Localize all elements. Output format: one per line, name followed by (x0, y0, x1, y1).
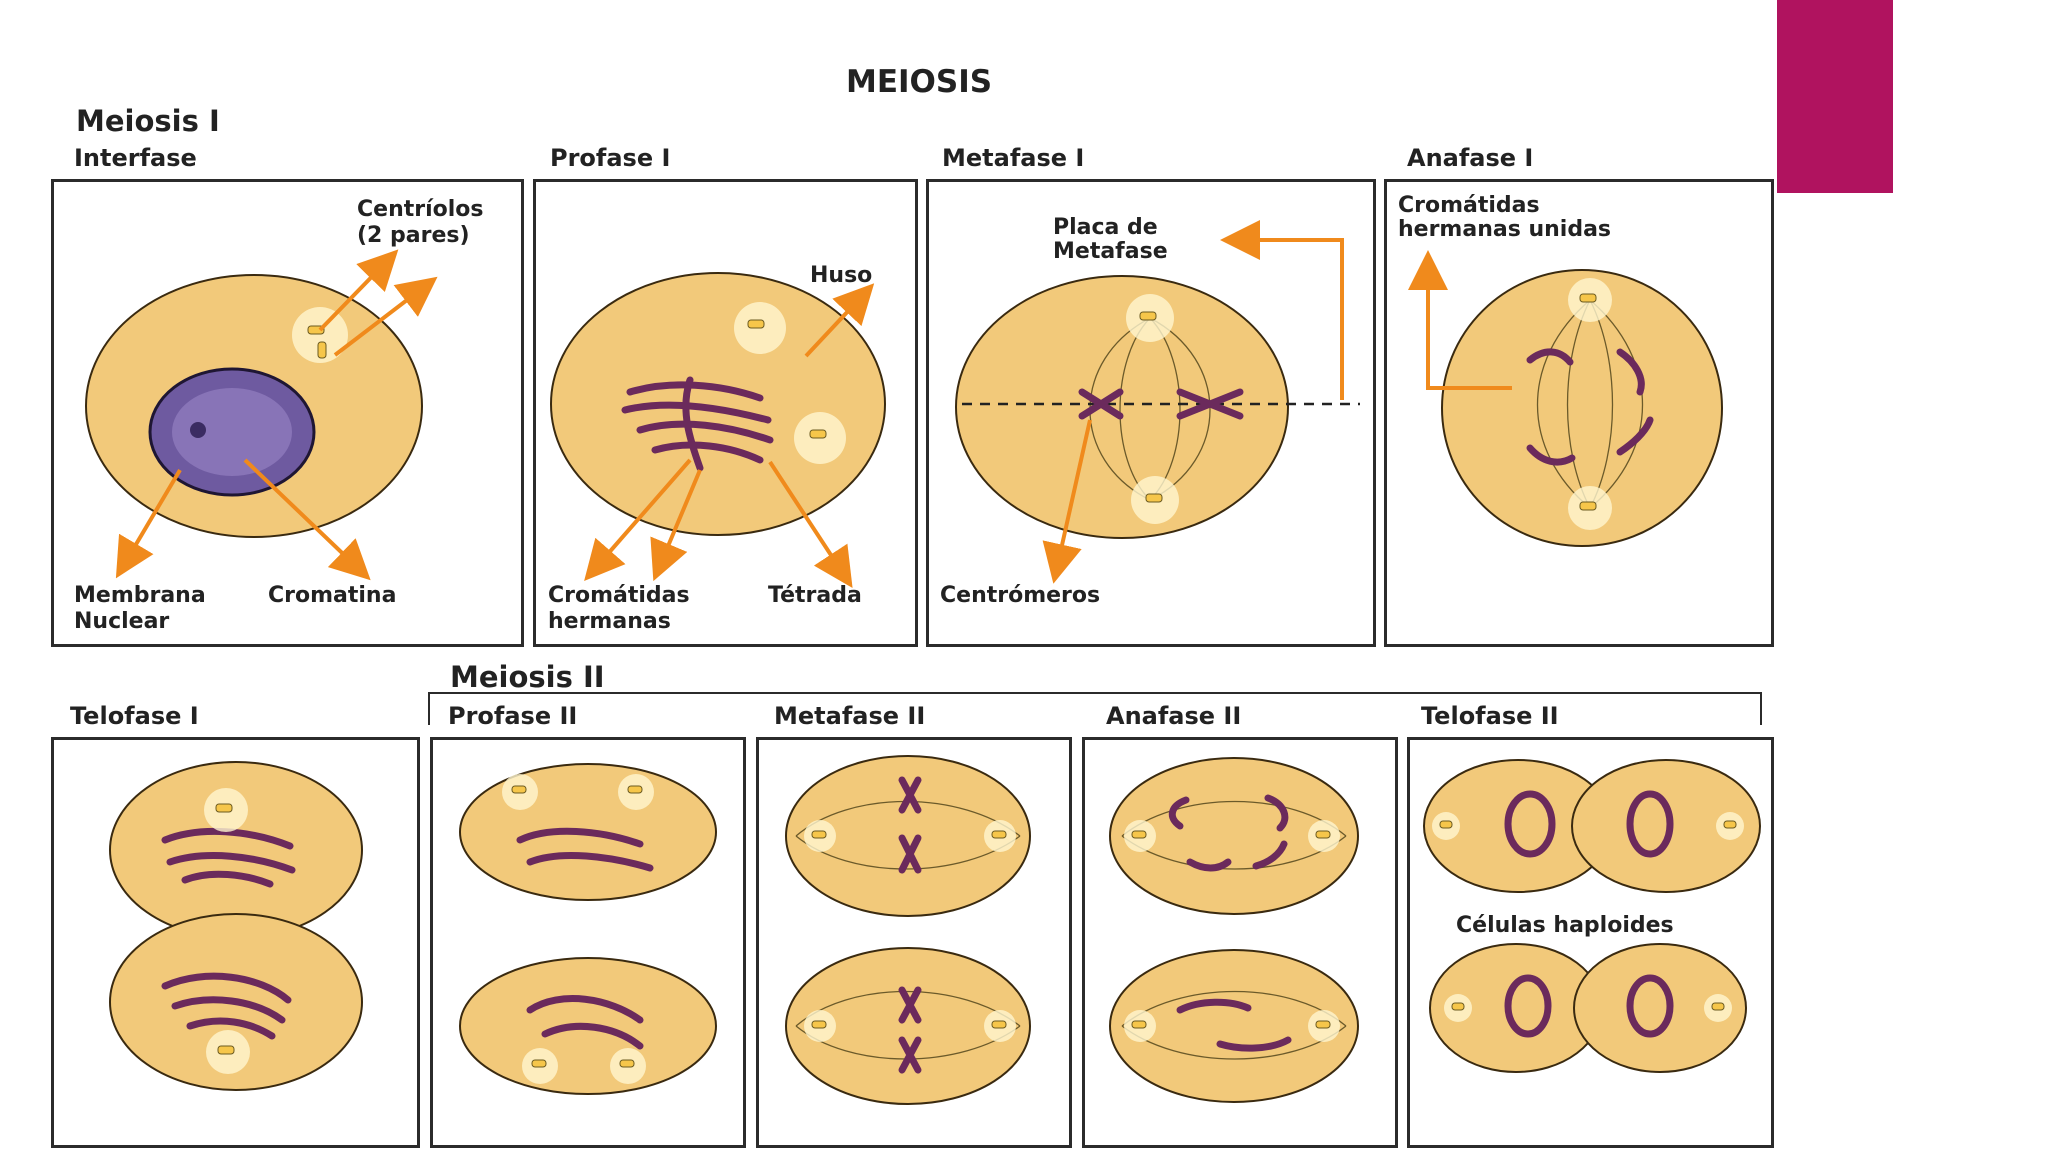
label-2-pares: (2 pares) (357, 223, 470, 248)
stage-title-profase1: Profase I (550, 144, 671, 172)
stage-title-telofase1: Telofase I (70, 702, 199, 730)
cell-anafase2 (1109, 757, 1359, 1103)
cell-anafase1 (1408, 250, 1723, 547)
label-hermanas: hermanas (548, 609, 671, 634)
cell-telofase1 (109, 761, 363, 1091)
label-placa-de: Placa de (1053, 215, 1158, 240)
stage-title-anafase2: Anafase II (1106, 702, 1242, 730)
label-centromeros: Centrómeros (940, 583, 1101, 608)
centrosome (292, 307, 348, 363)
stage-title-metafase2: Metafase II (774, 702, 926, 730)
stage-title-telofase2: Telofase II (1421, 702, 1559, 730)
cell-profase2 (459, 763, 717, 1095)
meiosis2-heading: Meiosis II (450, 660, 605, 694)
label-cromatina: Cromatina (268, 583, 397, 608)
label-celulas-haploides: Células haploides (1456, 913, 1674, 938)
diagram-title: MEIOSIS (846, 64, 993, 100)
stage-title-profase2: Profase II (448, 702, 578, 730)
cell-interfase (85, 249, 438, 581)
meiosis2-bracket (428, 692, 1762, 725)
label-metafase: Metafase (1053, 239, 1168, 264)
label-cromatidas: Cromátidas (548, 583, 690, 608)
accent-bar (1777, 0, 1893, 193)
cell-metafase2 (785, 755, 1031, 1105)
stage-title-anafase1: Anafase I (1407, 144, 1534, 172)
label-membrana: Membrana (74, 583, 206, 608)
stage-title-metafase1: Metafase I (942, 144, 1085, 172)
stage-title-interfase: Interfase (74, 144, 197, 172)
cell-profase1 (550, 272, 886, 589)
label-tetrada: Tétrada (768, 583, 862, 608)
meiosis1-heading: Meiosis I (76, 104, 220, 138)
label-cromatidas-unidas-2: hermanas unidas (1398, 217, 1612, 242)
label-cromatidas-unidas-1: Cromátidas (1398, 193, 1540, 218)
cell-telofase2 (1423, 759, 1761, 1073)
label-centriolos: Centríolos (357, 197, 484, 222)
cell-metafase1 (955, 220, 1360, 584)
label-huso: Huso (810, 263, 873, 288)
label-nuclear: Nuclear (74, 609, 170, 634)
